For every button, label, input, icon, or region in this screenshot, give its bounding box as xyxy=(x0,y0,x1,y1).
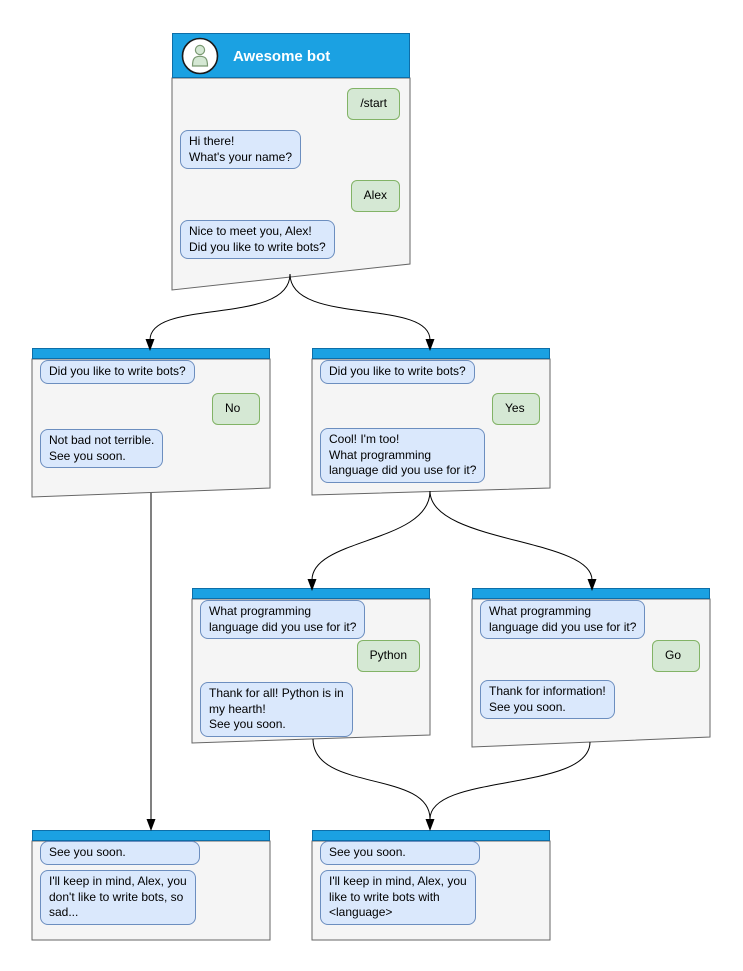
bot-message-bubble: Thank for all! Python is in my hearth! S… xyxy=(200,682,353,737)
bot-message-bubble: Thank for information! See you soon. xyxy=(480,680,615,720)
chat-card-root: Awesome bot /start Hi there! What's your… xyxy=(172,33,410,290)
bot-message-bubble: Nice to meet you, Alex! Did you like to … xyxy=(180,220,335,260)
bot-message-bubble: See you soon. xyxy=(320,841,480,865)
chat-header-strip xyxy=(472,588,710,599)
chat-header-strip xyxy=(192,588,430,599)
chat-card-branch-go: What programming language did you use fo… xyxy=(472,588,710,747)
chat-header-strip xyxy=(32,348,270,359)
chat-header-strip xyxy=(312,348,550,359)
bot-message-bubble: What programming language did you use fo… xyxy=(200,600,366,640)
chat-card-branch-yes: Did you like to write bots? Yes Cool! I'… xyxy=(312,348,550,495)
bot-message-bubble: What programming language did you use fo… xyxy=(480,600,646,640)
chat-title: Awesome bot xyxy=(233,48,331,65)
bot-message-bubble: Cool! I'm too! What programming language… xyxy=(320,428,486,483)
chat-header-strip xyxy=(32,830,270,841)
user-reply-bubble: Yes xyxy=(492,393,540,425)
bot-message-bubble: See you soon. xyxy=(40,841,200,865)
chat-header-strip xyxy=(312,830,550,841)
bot-message-bubble: I'll keep in mind, Alex, you don't like … xyxy=(40,870,196,925)
chat-card-end-yes: See you soon. I'll keep in mind, Alex, y… xyxy=(312,830,550,940)
chat-card-end-no: See you soon. I'll keep in mind, Alex, y… xyxy=(32,830,270,940)
user-reply-bubble: Go xyxy=(652,640,700,672)
chat-card-branch-no: Did you like to write bots? No Not bad n… xyxy=(32,348,270,497)
bot-message-bubble: Did you like to write bots? xyxy=(320,360,475,384)
bot-message-bubble: I'll keep in mind, Alex, you like to wri… xyxy=(320,870,476,925)
user-reply-bubble: /start xyxy=(347,88,400,120)
bot-message-bubble: Did you like to write bots? xyxy=(40,360,195,384)
chat-header: Awesome bot xyxy=(172,33,410,78)
bot-message-bubble: Hi there! What's your name? xyxy=(180,130,302,170)
user-reply-bubble: Python xyxy=(356,640,420,672)
chat-card-branch-python: What programming language did you use fo… xyxy=(192,588,430,743)
bot-avatar-icon xyxy=(181,37,219,75)
user-reply-bubble: No xyxy=(212,393,260,425)
bot-message-bubble: Not bad not terrible. See you soon. xyxy=(40,429,164,469)
user-reply-bubble: Alex xyxy=(350,180,400,212)
